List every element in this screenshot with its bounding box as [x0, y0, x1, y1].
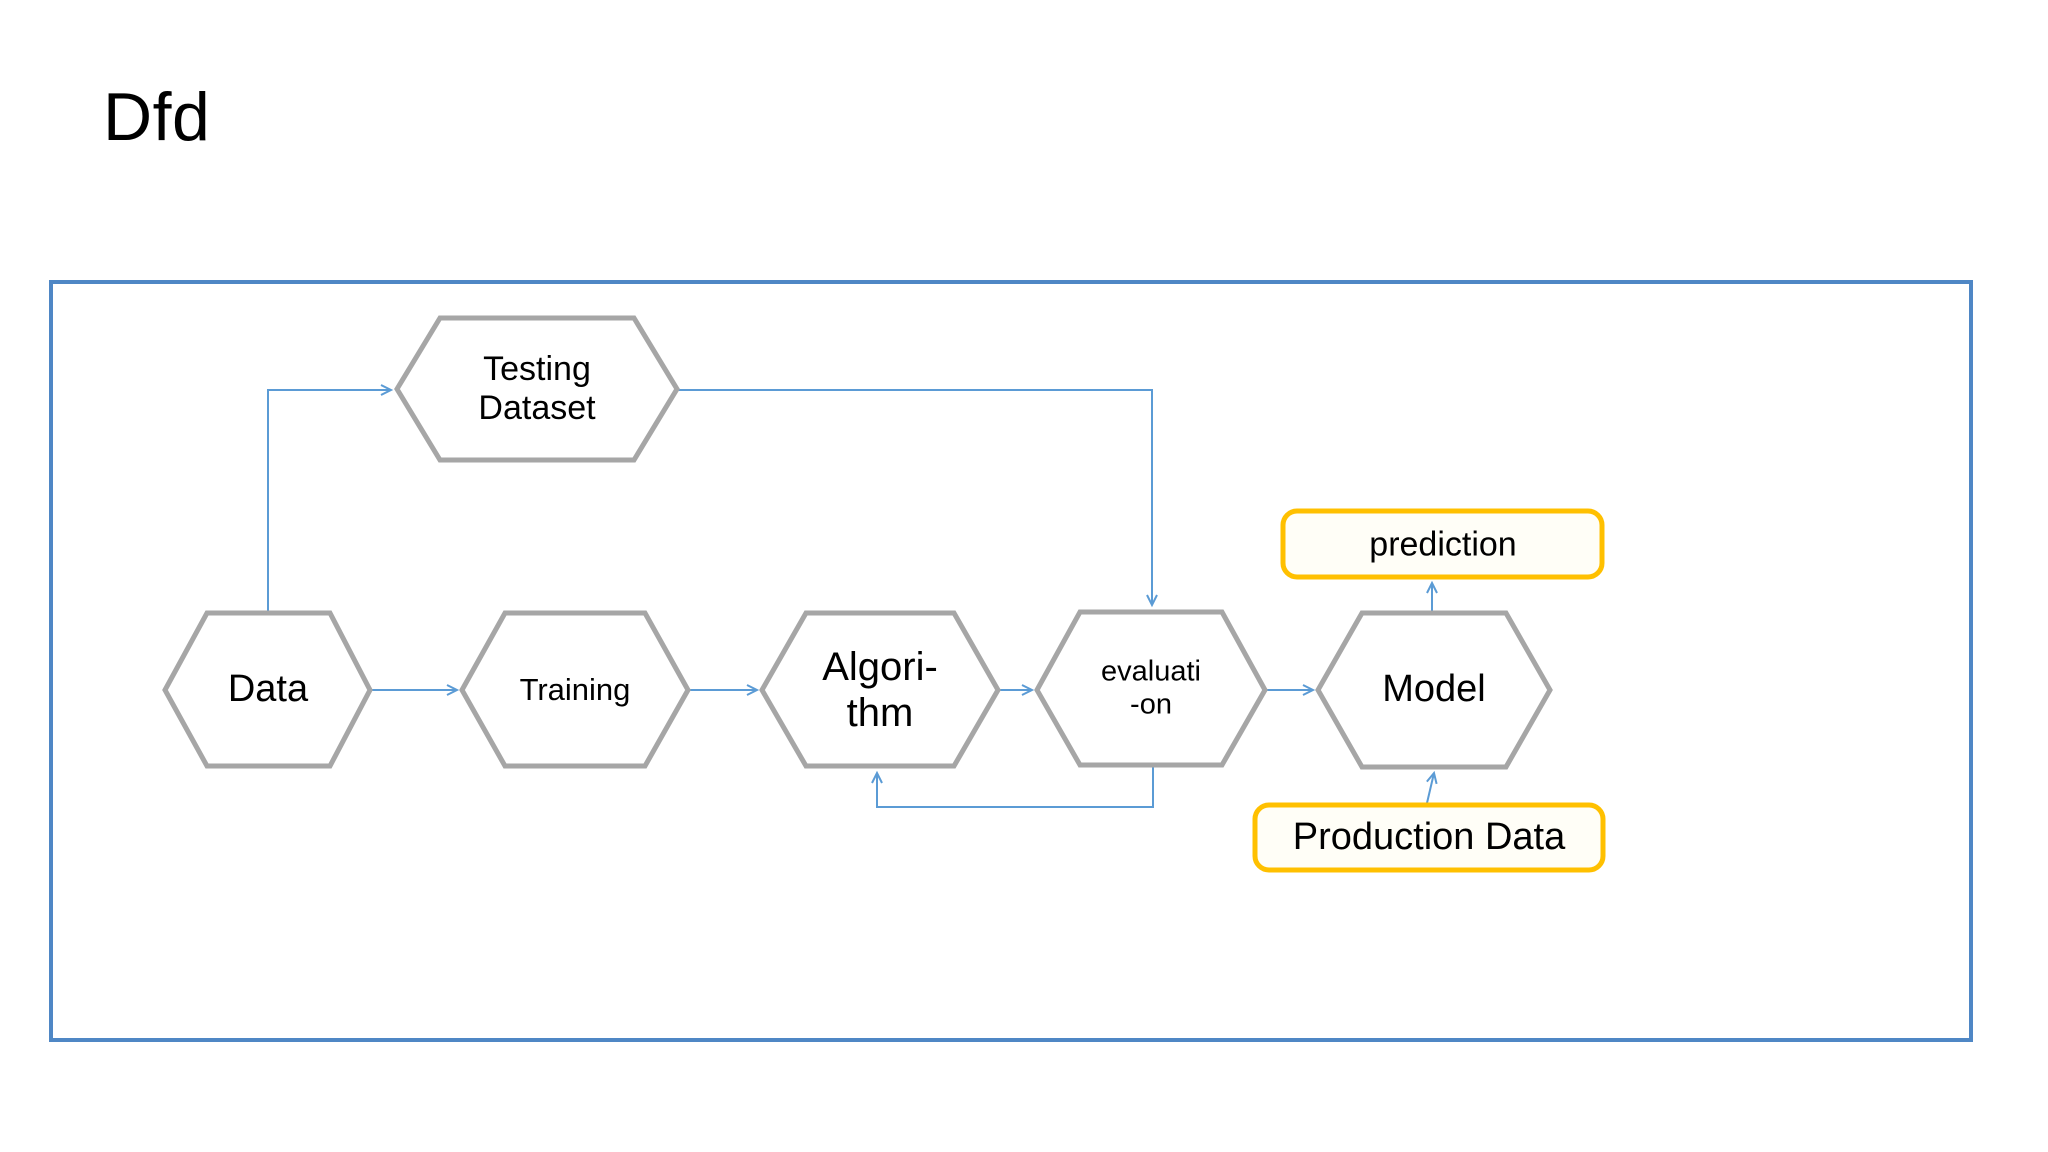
diagram-frame[interactable] [49, 280, 1973, 1042]
node-testing-dataset[interactable] [394, 315, 680, 463]
node-data[interactable] [162, 610, 373, 769]
page-title: Dfd [103, 79, 211, 155]
edge-production-data-to-model [1426, 770, 1438, 804]
node-model[interactable] [1315, 610, 1553, 770]
edge-testing-dataset-to-evaluation [677, 389, 1158, 608]
node-evaluation[interactable] [1034, 609, 1268, 768]
node-algorithm[interactable] [759, 610, 1001, 769]
node-production-data[interactable] [1252, 802, 1606, 873]
node-training[interactable] [459, 610, 691, 769]
node-prediction[interactable] [1280, 508, 1605, 580]
edge-data-to-testing-dataset [267, 384, 394, 612]
edge-evaluation-to-algorithm-feedback [871, 765, 1154, 808]
